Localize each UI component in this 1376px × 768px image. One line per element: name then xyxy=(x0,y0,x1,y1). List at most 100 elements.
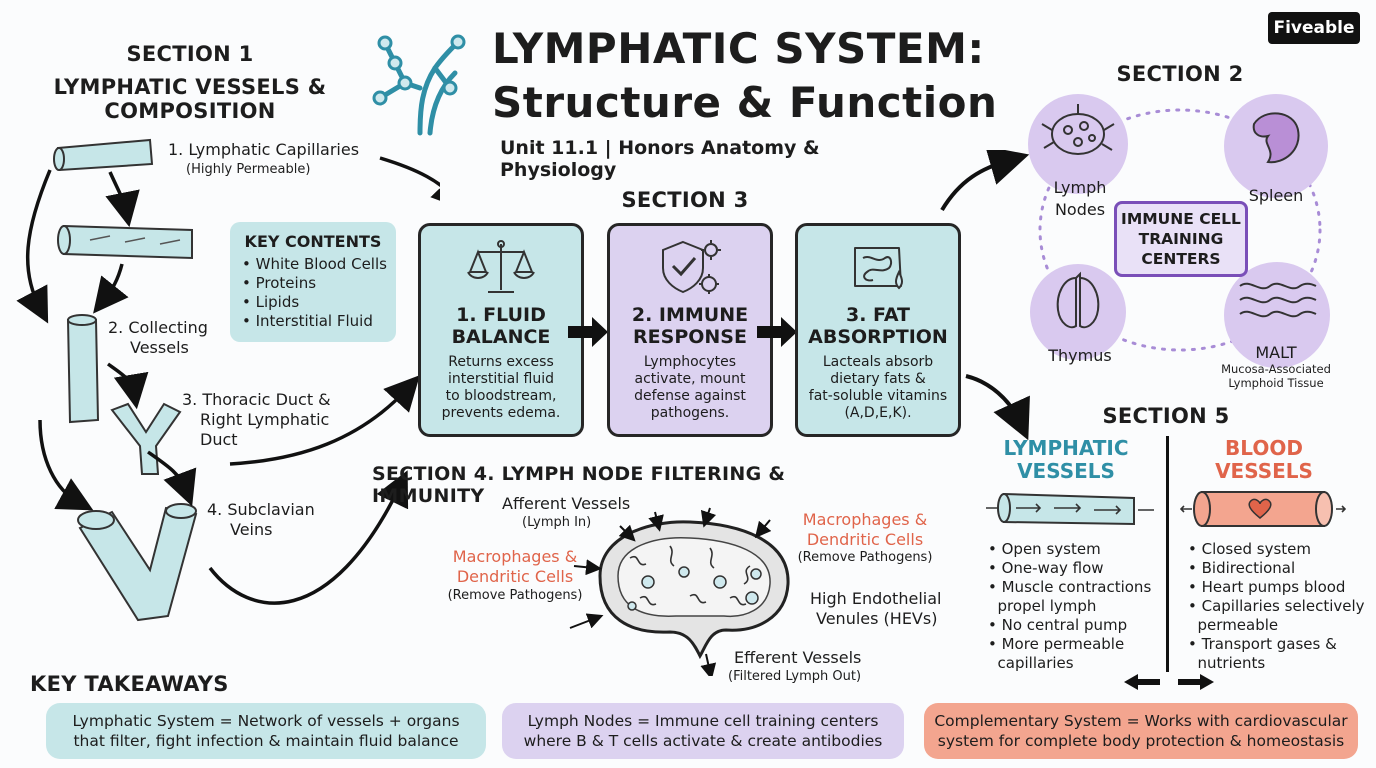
lymph-vessel-item: • No central pump xyxy=(988,616,1128,634)
lymph-vessel-tube-icon xyxy=(986,492,1154,526)
step3-label-line3: Duct xyxy=(200,430,238,449)
step2-label-line2: Vessels xyxy=(130,338,189,357)
section1-title-line1: LYMPHATIC VESSELS & xyxy=(53,75,327,99)
macro-right-line2: Dendritic Cells xyxy=(806,530,924,549)
organ-ring xyxy=(1038,108,1322,352)
takeaway-lymph-nodes: Lymph Nodes = Immune cell training cente… xyxy=(502,703,904,759)
flow-arrows xyxy=(940,150,1030,440)
spleen-label: Spleen xyxy=(1248,186,1304,205)
step4-label-line1: 4. Subclavian xyxy=(207,500,315,519)
card2-body: pathogens. xyxy=(650,405,730,421)
blood-vessel-item: nutrients xyxy=(1188,654,1266,672)
card-fluid-balance: 1. FLUID BALANCE Returns excess intersti… xyxy=(418,223,584,437)
lymph-nodes-label-line1: Lymph xyxy=(1053,178,1107,197)
takeaway3-line2: system for complete body protection & ho… xyxy=(937,732,1345,750)
takeaways-heading: KEY TAKEAWAYS xyxy=(30,672,229,696)
key-contents-item: • Lipids xyxy=(242,293,300,311)
blood-vessel-tube-icon xyxy=(1180,491,1346,527)
blood-vessel-item: • Bidirectional xyxy=(1188,559,1296,577)
key-contents-title: KEY CONTENTS xyxy=(244,232,382,251)
blood-vessel-title-line2: VESSELS xyxy=(1215,459,1313,483)
main-subtitle: Unit 11.1 | Honors Anatomy & Physiology xyxy=(500,137,820,181)
balance-scale-icon xyxy=(467,240,535,293)
takeaway-lymphatic-system: Lymphatic System = Network of vessels + … xyxy=(46,703,486,759)
section1-title-line2: COMPOSITION xyxy=(104,99,276,123)
card1-title-line2: BALANCE xyxy=(451,326,551,348)
thymus-icon xyxy=(1056,271,1100,329)
card3-body: Lacteals absorb xyxy=(822,354,934,370)
malt-sub-line2: Lymphoid Tissue xyxy=(1228,376,1324,390)
card1-body: to bloodstream, xyxy=(445,388,557,404)
center-line2: TRAINING xyxy=(1138,230,1224,248)
card1-body: Returns excess xyxy=(448,354,554,370)
card3-title-line1: 3. FAT xyxy=(845,304,911,326)
macro-left-line1: Macrophages & xyxy=(452,547,578,566)
blood-vessel-item: • Closed system xyxy=(1188,540,1311,558)
malt-sub-line1: Mucosa-Associated xyxy=(1221,362,1331,376)
takeaway1-line2: that filter, fight infection & maintain … xyxy=(73,732,459,750)
step3-label-line1: 3. Thoracic Duct & xyxy=(182,390,331,409)
section3-heading: SECTION 3 xyxy=(621,188,749,212)
subclavian-vein-icon xyxy=(77,503,198,622)
step2-label-line1: 2. Collecting xyxy=(108,318,208,337)
takeaway1-line1: Lymphatic System = Network of vessels + … xyxy=(72,712,460,730)
card-immune-response: 2. IMMUNE RESPONSE Lymphocytes activate,… xyxy=(607,223,773,437)
lymph-vessel-item: propel lymph xyxy=(988,597,1097,615)
macro-left-sub: (Remove Pathogens) xyxy=(447,588,583,603)
card3-body: fat-soluble vitamins xyxy=(808,388,948,404)
takeaway-complementary-system: Complementary System = Works with cardio… xyxy=(924,703,1358,759)
double-arrow-icon xyxy=(1124,674,1214,690)
key-contents-box: KEY CONTENTS • White Blood Cells • Prote… xyxy=(230,222,396,342)
card2-title-line1: 2. IMMUNE xyxy=(631,304,749,326)
lymph-node-cross-section xyxy=(569,507,790,676)
spleen-organ xyxy=(1224,94,1328,198)
y-duct-icon xyxy=(110,402,182,475)
main-title-line2: Structure & Function xyxy=(492,78,998,127)
thymus-label: Thymus xyxy=(1048,346,1112,365)
card3-title-line2: ABSORPTION xyxy=(808,326,948,348)
intestine-icon xyxy=(854,247,903,290)
section5-divider xyxy=(1166,436,1169,672)
hev-label-line2: Venules (HEVs) xyxy=(816,609,938,628)
lymph-vessel-title-line1: LYMPHATIC xyxy=(1003,436,1129,460)
card-arrow-icon xyxy=(757,317,797,347)
card-arrow-icon xyxy=(568,317,608,347)
thymus-organ xyxy=(1030,264,1126,360)
macro-left-line2: Dendritic Cells xyxy=(456,567,574,586)
main-title-line1: LYMPHATIC SYSTEM: xyxy=(492,24,985,73)
key-contents-item: • White Blood Cells xyxy=(242,255,387,273)
afferent-sub: (Lymph In) xyxy=(522,515,592,530)
card-fat-absorption: 3. FAT ABSORPTION Lacteals absorb dietar… xyxy=(795,223,961,437)
lymph-network-icon xyxy=(372,34,466,136)
takeaway2-line2: where B & T cells activate & create anti… xyxy=(523,732,883,750)
lymph-vessel-title-line2: VESSELS xyxy=(1017,459,1115,483)
card2-body: Lymphocytes xyxy=(643,354,737,370)
collecting-tube-icon xyxy=(57,224,193,260)
blood-vessel-item: • Heart pumps blood xyxy=(1188,578,1346,596)
card2-title-line2: RESPONSE xyxy=(633,326,747,348)
afferent-label: Afferent Vessels xyxy=(502,494,631,513)
key-contents-item: • Proteins xyxy=(242,274,317,292)
center-line3: CENTERS xyxy=(1141,250,1221,268)
spleen-icon xyxy=(1252,112,1300,164)
card1-title-line1: 1. FLUID xyxy=(456,304,546,326)
card1-body: interstitial fluid xyxy=(447,371,555,387)
blood-vessel-title-line1: BLOOD xyxy=(1225,436,1303,460)
macro-right-line1: Macrophages & xyxy=(802,510,928,529)
blood-vessel-item: • Transport gases & xyxy=(1188,635,1337,653)
lymph-vessel-list: • Open system • One-way flow • Muscle co… xyxy=(988,540,1151,673)
blood-vessel-item: permeable xyxy=(1188,616,1279,634)
blood-vessel-item: • Capillaries selectively xyxy=(1188,597,1365,615)
malt-wave-icon xyxy=(1239,282,1317,318)
takeaway2-line1: Lymph Nodes = Immune cell training cente… xyxy=(527,712,879,730)
hev-label-line1: High Endothelial xyxy=(810,589,942,608)
key-contents-item: • Interstitial Fluid xyxy=(242,312,373,330)
brand-logo: Fiveable xyxy=(1268,12,1360,44)
vessel-pathway-diagram xyxy=(16,138,440,622)
section1-heading: SECTION 1 xyxy=(126,42,254,66)
lymph-node-icon xyxy=(1041,104,1115,155)
step4-label-line2: Veins xyxy=(230,520,273,539)
efferent-label: Efferent Vessels xyxy=(734,648,862,667)
malt-label: MALT xyxy=(1255,343,1297,362)
lymph-vessel-item: capillaries xyxy=(988,654,1074,672)
